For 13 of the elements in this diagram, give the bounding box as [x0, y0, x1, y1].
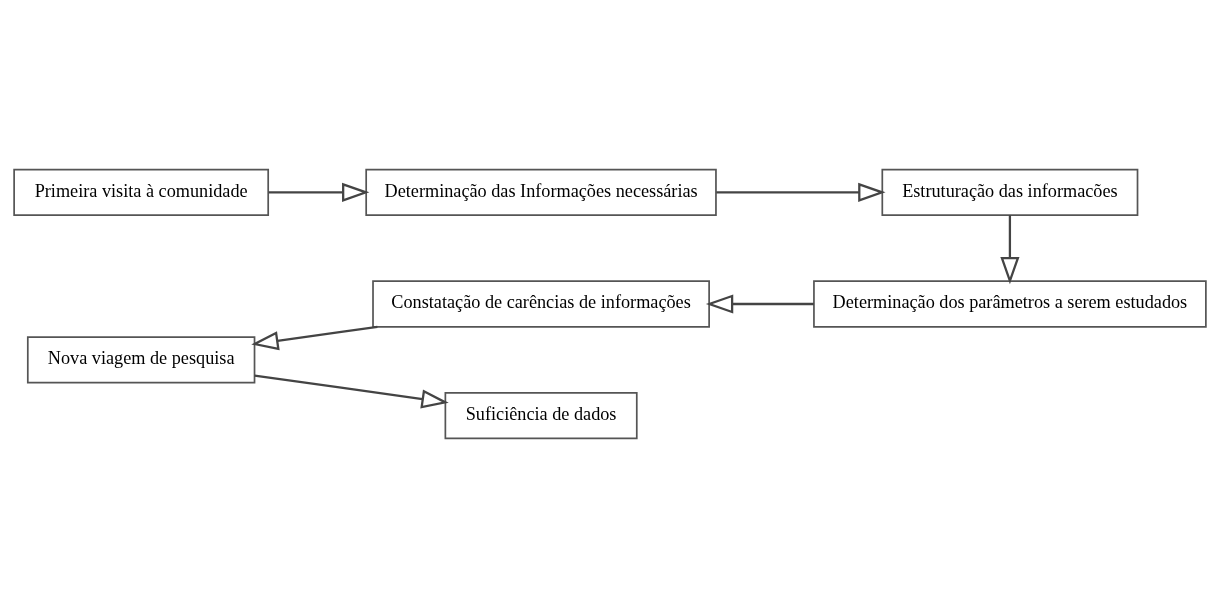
arrow — [251, 325, 378, 351]
node-box: Determinação das Informações necessárias — [365, 168, 717, 216]
node-box: Constatação de carências de informações — [372, 280, 710, 328]
node-box: Determinação dos parâmetros a serem estudados — [813, 280, 1207, 328]
arrow — [254, 374, 449, 409]
arrow — [1000, 215, 1020, 285]
arrow — [268, 182, 370, 202]
node-box: Estruturação das informacões — [881, 168, 1139, 216]
arrow — [705, 294, 814, 314]
node-box: Suficiência de dados — [444, 392, 638, 440]
node-box: Nova viagem de pesquisa — [26, 336, 256, 384]
arrow — [716, 182, 886, 202]
node-box: Primeira visita à comunidade — [13, 168, 270, 216]
